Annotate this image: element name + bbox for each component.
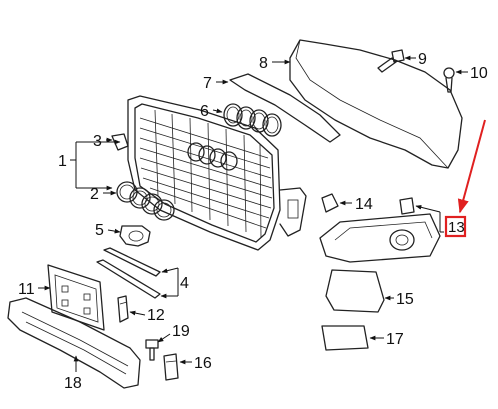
callout-16: 16: [194, 355, 212, 372]
part-5-bracket: [119, 225, 151, 247]
highlight-box: [444, 215, 467, 238]
callout-13: 13: [448, 219, 465, 236]
part-11-plate-bracket: [47, 264, 105, 331]
part-1-main-grille: [127, 95, 307, 251]
part-8-grille-insert: [289, 39, 463, 169]
part-2-rings-emblem: [116, 181, 175, 221]
part-19-bolt: [145, 339, 159, 361]
callout-9: 9: [418, 51, 427, 68]
callout-18: 18: [64, 375, 82, 392]
callout-8: 8: [259, 55, 268, 72]
leader-lines: [38, 55, 468, 372]
part-4-moulding-strips: [96, 247, 161, 299]
part-13-fog-grille: [319, 197, 441, 263]
part-3-clip: [111, 133, 129, 151]
annotation-arrow: [457, 119, 486, 214]
callout-12: 12: [147, 307, 165, 324]
callout-7: 7: [203, 75, 212, 92]
part-18-lower-strip: [7, 297, 141, 389]
callouts: 1 2 3 4 5 6 7 8 9 10 11 12 13 14 15 16 1…: [18, 51, 488, 392]
callout-10: 10: [470, 65, 488, 82]
callout-1: 1: [58, 153, 67, 170]
part-10-nut: [443, 67, 455, 93]
callout-4: 4: [180, 275, 189, 292]
callout-17: 17: [386, 331, 404, 348]
part-9-bolt: [377, 49, 405, 73]
callout-2: 2: [90, 186, 99, 203]
part-14-clip: [321, 193, 339, 213]
part-12-bracket: [117, 295, 129, 323]
callout-3: 3: [93, 133, 102, 150]
callout-14: 14: [355, 196, 373, 213]
part-7-trim-strip: [229, 73, 341, 143]
callout-15: 15: [396, 291, 414, 308]
callout-11: 11: [18, 281, 35, 298]
part-6-rings-emblem: [223, 103, 282, 137]
part-17-small-grille: [321, 325, 369, 351]
part-15-fog-cover: [325, 269, 385, 313]
callout-19: 19: [172, 323, 190, 340]
part-16-clip: [163, 353, 179, 381]
callout-6: 6: [200, 103, 209, 120]
callout-5: 5: [95, 222, 104, 239]
